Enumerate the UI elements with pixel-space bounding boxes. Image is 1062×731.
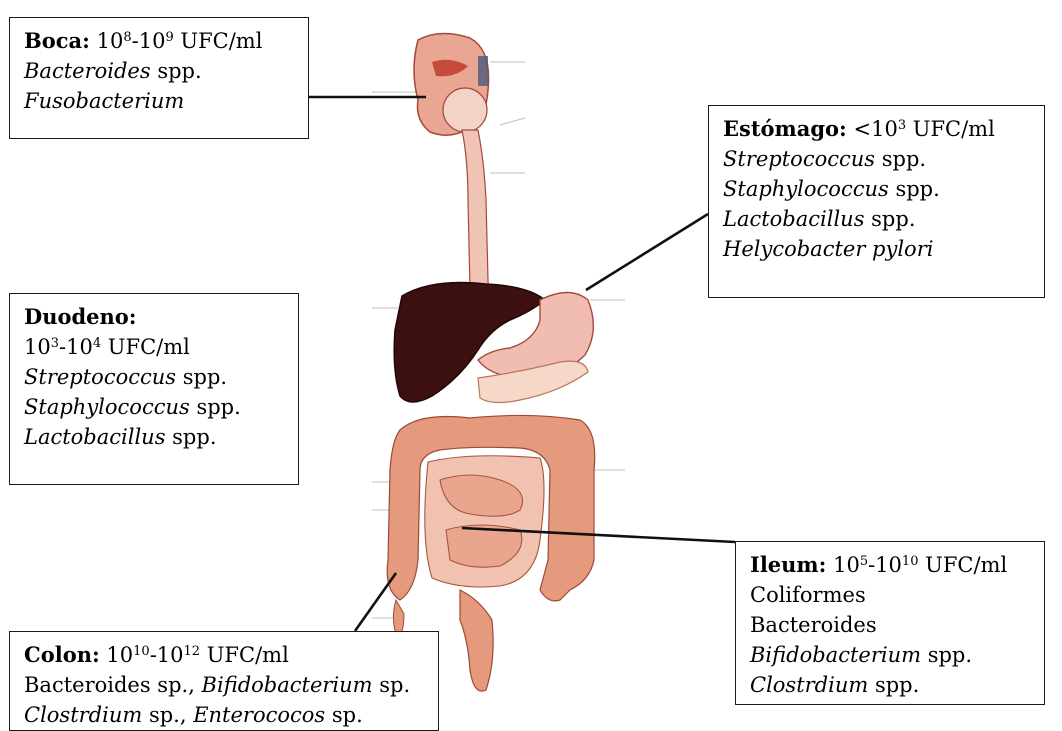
duodeno-line-5: Lactobacillus spp. [24,422,284,452]
estomago-genus-1: Streptococcus [723,147,875,171]
colon-exp-high: 12 [184,644,201,659]
duodeno-box: Duodeno: 103-104 UFC/ml Streptococcus sp… [9,293,299,485]
duodeno-count-mid: -10 [59,335,93,359]
estomago-count-base: <10 [847,117,898,141]
boca-line-2: Bacteroides spp. [24,56,294,86]
ileum-count-mid: -10 [868,553,902,577]
ileum-box: Ileum: 105-1010 UFC/ml Coliformes Bacter… [735,541,1045,705]
estomago-genus-4: Helycobacter pylori [723,237,933,261]
duodeno-exp-high: 4 [93,336,101,351]
colon-sp-2: sp., [142,703,193,727]
boca-genus-1: Bacteroides [24,59,151,83]
duodeno-line-4: Staphylococcus spp. [24,392,284,422]
ileum-line-2: Coliformes [750,580,1030,610]
colon-sp-3: sp. [325,703,363,727]
boca-exp-high: 9 [165,30,173,45]
boca-count-base: 10 [97,29,124,53]
ileum-exp-high: 10 [902,554,919,569]
colon-exp-low: 10 [133,644,150,659]
connector-colon [355,573,396,631]
colon-line-1: Colon: 1010-1012 UFC/ml [24,640,424,670]
connector-estomago [586,214,708,290]
ileum-species-1: spp. [921,643,972,667]
duodeno-unit: UFC/ml [101,335,190,359]
ileum-line-5: Clostrdium spp. [750,670,1030,700]
colon-bacteroides: Bacteroides sp., [24,673,202,697]
boca-genus-2: Fusobacterium [24,89,184,113]
boca-unit: UFC/ml [174,29,263,53]
ileum-species-2: spp. [868,673,919,697]
duodeno-line-2: 103-104 UFC/ml [24,332,284,362]
estomago-genus-2: Staphylococcus [723,177,889,201]
estomago-line-5: Helycobacter pylori [723,234,1030,264]
boca-species-1: spp. [151,59,202,83]
estomago-species-3: spp. [864,207,915,231]
boca-line-1: Boca: 108-109 UFC/ml [24,26,294,56]
estomago-line-1: Estómago: <103 UFC/ml [723,114,1030,144]
duodeno-count-base: 10 [24,335,51,359]
duodeno-genus-2: Staphylococcus [24,395,190,419]
colon-clostrdium: Clostrdium [24,703,142,727]
colon-bifidobacterium: Bifidobacterium [202,673,373,697]
duodeno-species-2: spp. [190,395,241,419]
estomago-exp: 3 [898,118,906,133]
duodeno-species-3: spp. [165,425,216,449]
boca-box: Boca: 108-109 UFC/ml Bacteroides spp. Fu… [9,17,309,139]
estomago-line-3: Staphylococcus spp. [723,174,1030,204]
ileum-genus-1: Bifidobacterium [750,643,921,667]
estomago-label: Estómago: [723,116,847,141]
ileum-line-1: Ileum: 105-1010 UFC/ml [750,550,1030,580]
estomago-unit: UFC/ml [906,117,995,141]
colon-line-3: Clostrdium sp., Enterococos sp. [24,700,424,730]
colon-unit: UFC/ml [200,643,289,667]
boca-count-mid: -10 [132,29,166,53]
estomago-line-4: Lactobacillus spp. [723,204,1030,234]
estomago-box: Estómago: <103 UFC/ml Streptococcus spp.… [708,105,1045,298]
estomago-species-1: spp. [875,147,926,171]
estomago-species-2: spp. [889,177,940,201]
boca-exp-low: 8 [123,30,131,45]
ileum-unit: UFC/ml [918,553,1007,577]
duodeno-genus-3: Lactobacillus [24,425,165,449]
colon-box: Colon: 1010-1012 UFC/ml Bacteroides sp.,… [9,631,439,731]
ileum-count-base: 10 [826,553,859,577]
duodeno-line-3: Streptococcus spp. [24,362,284,392]
duodeno-line-1: Duodeno: [24,302,284,332]
colon-count-base: 10 [100,643,133,667]
ileum-line-4: Bifidobacterium spp. [750,640,1030,670]
boca-label: Boca: [24,28,90,53]
duodeno-exp-low: 3 [51,336,59,351]
colon-sp-1: sp. [373,673,411,697]
colon-count-mid: -10 [150,643,184,667]
estomago-line-2: Streptococcus spp. [723,144,1030,174]
colon-label: Colon: [24,642,100,667]
ileum-label: Ileum: [750,552,826,577]
colon-line-2: Bacteroides sp., Bifidobacterium sp. [24,670,424,700]
ileum-line-3: Bacteroides [750,610,1030,640]
boca-line-3: Fusobacterium [24,86,294,116]
ileum-exp-low: 5 [860,554,868,569]
connector-ileum [462,528,735,542]
duodeno-label: Duodeno: [24,304,137,329]
colon-enterococos: Enterococos [193,703,325,727]
duodeno-genus-1: Streptococcus [24,365,176,389]
ileum-genus-2: Clostrdium [750,673,868,697]
duodeno-species-1: spp. [176,365,227,389]
estomago-genus-3: Lactobacillus [723,207,864,231]
